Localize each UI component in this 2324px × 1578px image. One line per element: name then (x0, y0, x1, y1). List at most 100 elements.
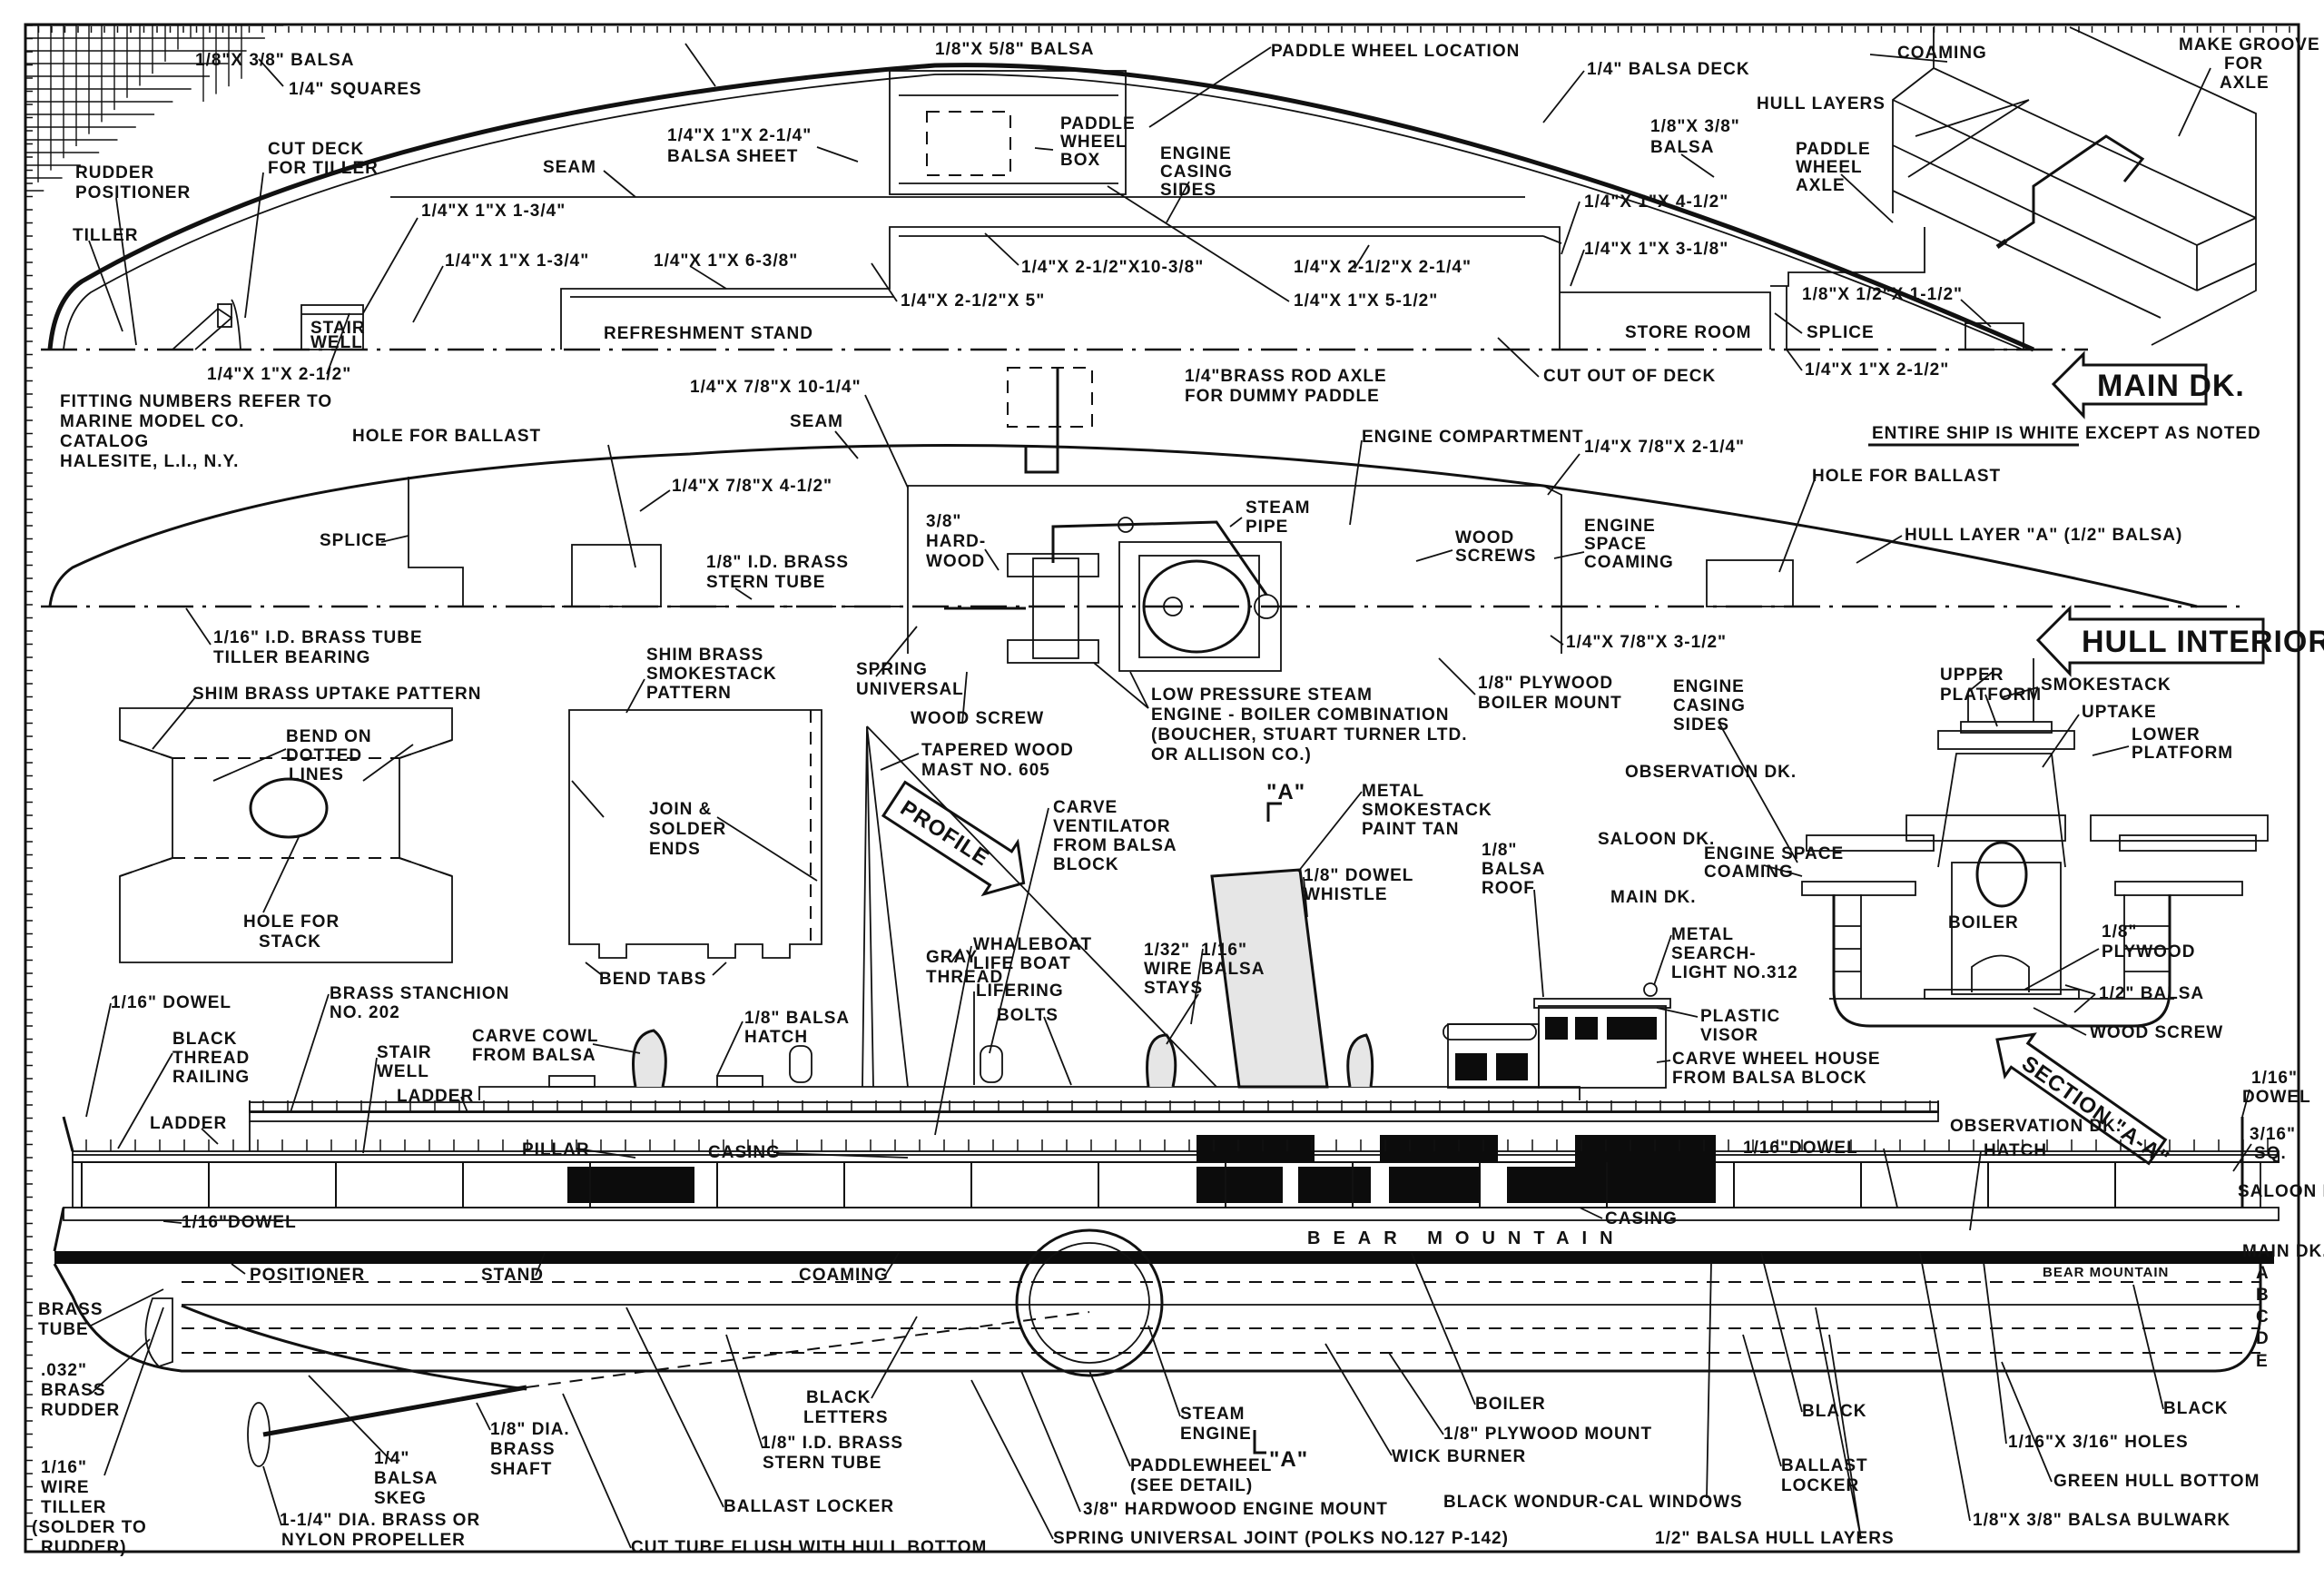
label-upper-platform-1: UPPER (1940, 666, 2004, 685)
label-layer-b: B (2256, 1286, 2270, 1305)
label-green-hull: GREEN HULL BOTTOM (2053, 1472, 2260, 1491)
label-steam-pipe-2: PIPE (1246, 518, 1288, 537)
label-sec-casing-1: ENGINE (1673, 677, 1745, 696)
label-space-coaming-3: COAMING (1584, 553, 1674, 572)
label-splice: SPLICE (1807, 323, 1875, 342)
label-boiler-mount-2: BOILER MOUNT (1478, 694, 1622, 713)
label-sterntube-2: STERN TUBE (763, 1454, 881, 1473)
label-balsa-strip: 1/8"X 3/8" BALSA (195, 51, 355, 70)
profile-drawing (53, 725, 2280, 1467)
note-fitting-3: CATALOG (60, 432, 149, 451)
label-upper-platform-2: PLATFORM (1940, 685, 2042, 705)
smokestack-pattern (568, 709, 822, 959)
label-wire-tiller-4: (SOLDER TO (32, 1518, 147, 1537)
label-sterntube-1: 1/8" I.D. BRASS (761, 1434, 903, 1453)
label-searchlight-1: METAL (1671, 925, 1734, 944)
label-shaft-2: BRASS (490, 1440, 556, 1459)
label-mast-1: TAPERED WOOD (921, 741, 1074, 760)
pattern-leaders (152, 678, 818, 976)
label-sq-1: 3/16" (2250, 1125, 2296, 1144)
label-prop-1: 1-1/4" DIA. BRASS OR (280, 1511, 480, 1530)
label-join-2: SOLDER (649, 820, 726, 839)
label-black-b: BLACK (2163, 1399, 2229, 1418)
label-hole-ballast-right: HOLE FOR BALLAST (1812, 467, 2001, 486)
label-sec-wood-screw: WOOD SCREW (2090, 1023, 2223, 1042)
label-steam-engine-1: STEAM (1180, 1405, 1246, 1424)
label-hole-ballast-left: HOLE FOR BALLAST (352, 427, 541, 446)
label-balsa-deck: 1/4" BALSA DECK (1587, 60, 1750, 79)
sheet-border (24, 23, 2300, 1553)
label-stern-tube-2: STERN TUBE (706, 573, 825, 592)
label-ladder-a: LADDER (150, 1114, 227, 1133)
grid-leader (258, 58, 284, 87)
label-railing-3: RAILING (172, 1068, 250, 1087)
label-dowel-a: 1/16"DOWEL (182, 1213, 297, 1232)
label-stack-3: PATTERN (646, 684, 732, 703)
label-stand: STAND (481, 1266, 544, 1285)
label-paddle-box-2: WHEEL (1060, 133, 1128, 152)
label-paddle-box-3: BOX (1060, 151, 1100, 170)
label-wood-screws-2: SCREWS (1455, 547, 1536, 566)
label-black-a: BLACK (1802, 1402, 1867, 1421)
label-letters-2: LETTERS (803, 1408, 889, 1427)
label-dowel-b: 1/16"DOWEL (1743, 1139, 1858, 1158)
label-stair-well-2: WELL (310, 333, 363, 352)
label-dim-4: 1/4"X 2-1/2"X10-3/8" (1021, 258, 1204, 277)
label-skeg-2: BALSA (374, 1469, 438, 1488)
label-prop-2: NYLON PROPELLER (281, 1531, 466, 1550)
label-rudder-3: RUDDER (41, 1401, 120, 1420)
label-searchlight-2: SEARCH- (1671, 944, 1757, 963)
label-balsa16-2: BALSA (1201, 960, 1265, 979)
label-hatch-1: 1/8" BALSA (744, 1009, 850, 1028)
label-stair-well-1: STAIR (310, 319, 366, 338)
label-refreshment-stand: REFRESHMENT STAND (604, 324, 813, 343)
label-profile-boiler: BOILER (1475, 1395, 1546, 1414)
label-wire-tiller-5: RUDDER) (41, 1538, 127, 1557)
label-tiller: TILLER (73, 226, 139, 245)
note-fitting-2: MARINE MODEL CO. (60, 412, 245, 431)
label-whaleboat-1: WHALEBOAT (973, 935, 1092, 954)
axle-detail-drawing (1892, 26, 2257, 346)
label-stanchion-1: BRASS STANCHION (330, 984, 509, 1003)
label-whaleboat-2: LIFE BOAT (973, 954, 1071, 973)
label-tiller-bearing-2: TILLER BEARING (213, 648, 370, 667)
label-sec-plywood-2: PLYWOOD (2102, 942, 2195, 962)
label-skeg-3: SKEG (374, 1489, 427, 1508)
label-brass-tube-2: TUBE (38, 1320, 89, 1339)
label-layer-a: A (2256, 1264, 2270, 1283)
label-boiler-mount-1: 1/8" PLYWOOD (1478, 674, 1613, 693)
label-vent-2: VENTILATOR (1053, 817, 1171, 836)
label-cut-tube: CUT TUBE FLUSH WITH HULL BOTTOM (631, 1538, 987, 1557)
label-cut-out-of-deck: CUT OUT OF DECK (1543, 367, 1716, 386)
label-dim-12: 1/4"X 1"X 2-1/2" (1805, 360, 1949, 380)
label-seam: SEAM (543, 158, 596, 177)
label-shaft-3: SHAFT (490, 1460, 552, 1479)
ruler-ticks (25, 25, 2290, 1541)
label-dim-2: 1/4"X 1"X 1-3/4" (445, 251, 589, 271)
label-gray-thread-2: THREAD (926, 968, 1003, 987)
note-entire-ship-white: ENTIRE SHIP IS WHITE EXCEPT AS NOTED (1872, 424, 2261, 443)
label-dim-6: 1/4"X 1"X 4-1/2" (1584, 192, 1728, 212)
label-metal-stack-1: METAL (1362, 782, 1424, 801)
hull-interior-arrow (2035, 605, 2265, 677)
label-gray-thread-1: GRAY (926, 948, 978, 967)
label-engine-casing-3: SIDES (1160, 181, 1216, 200)
label-hole-1: HOLE FOR (243, 912, 340, 932)
label-metal-stack-3: PAINT TAN (1362, 820, 1460, 839)
label-pillar: PILLAR (522, 1140, 590, 1159)
uptake-pattern (119, 707, 453, 963)
label-sheet-2: BALSA SHEET (667, 147, 798, 166)
label-dim-10: 1/8"X 1/2"X 1-1/2" (1802, 285, 1963, 304)
label-steam-pipe-1: STEAM (1246, 498, 1311, 518)
label-groove-3: AXLE (2220, 74, 2270, 93)
label-visor-1: PLASTIC (1700, 1007, 1780, 1026)
main-deck-leaders (88, 43, 1992, 378)
label-shaft-1: 1/8" DIA. (490, 1420, 570, 1439)
label-bend-tabs: BEND TABS (599, 970, 706, 989)
label-metal-stack-2: SMOKESTACK (1362, 801, 1492, 820)
label-dim-3-12: 1/4"X 7/8"X 3-1/2" (1566, 633, 1727, 652)
label-sec-casing-2: CASING (1673, 696, 1746, 715)
label-stairwell-1: STAIR (377, 1043, 432, 1062)
label-layer-d: D (2256, 1329, 2270, 1348)
